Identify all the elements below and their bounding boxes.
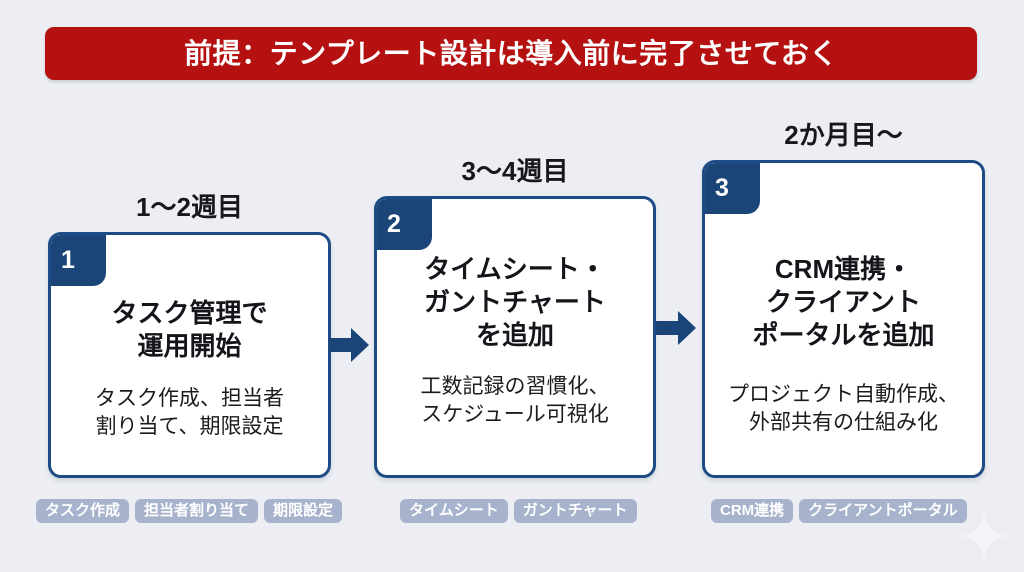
- tag-chip[interactable]: クライアントポータル: [799, 499, 967, 523]
- step-column-2: 3〜4週目 2 タイムシート・ ガントチャート を追加 工数記録の習慣化、 スケ…: [374, 158, 656, 478]
- tag-chip[interactable]: 期限設定: [264, 499, 343, 523]
- step-description-2: 工数記録の習慣化、 スケジュール可視化: [420, 375, 610, 427]
- arrow-step2-to-step3: [654, 308, 698, 348]
- step-period-label-3: 2か月目〜: [784, 120, 903, 150]
- step-title-3: CRM連携・ クライアント ポータルを追加: [752, 254, 935, 350]
- step-title-2: タイムシート・ ガントチャート を追加: [424, 254, 606, 350]
- step-description-3: プロジェクト自動作成、 外部共有の仕組み化: [728, 383, 959, 435]
- tag-chip[interactable]: ガントチャート: [513, 499, 637, 523]
- step-period-label-1: 1〜2週目: [136, 192, 243, 222]
- step-card-2[interactable]: 2 タイムシート・ ガントチャート を追加 工数記録の習慣化、 スケジュール可視…: [374, 196, 656, 478]
- step-column-1: 1〜2週目 1 タスク管理で 運用開始 タスク作成、担当者 割り当て、期限設定: [48, 194, 331, 478]
- arrow-step1-to-step2: [327, 325, 371, 365]
- tag-row-2: タイムシート ガントチャート: [400, 499, 637, 523]
- header-banner: 前提：テンプレート設計は導入前に完了させておく: [45, 27, 977, 80]
- tag-chip[interactable]: タイムシート: [400, 499, 508, 523]
- step-description-1: タスク作成、担当者 割り当て、期限設定: [95, 386, 284, 438]
- tag-row-3: CRM連携 クライアントポータル: [711, 499, 967, 523]
- step-number-badge-2: 2: [377, 199, 432, 250]
- step-title-1: タスク管理で 運用開始: [111, 298, 268, 361]
- step-number-badge-1: 1: [51, 235, 106, 286]
- banner-title: 前提：テンプレート設計は導入前に完了させておく: [184, 37, 838, 69]
- step-card-1[interactable]: 1 タスク管理で 運用開始 タスク作成、担当者 割り当て、期限設定: [48, 232, 331, 478]
- tag-row-1: タスク作成 担当者割り当て 期限設定: [36, 499, 343, 523]
- tag-chip[interactable]: 担当者割り当て: [135, 499, 259, 523]
- step-period-label-2: 3〜4週目: [461, 156, 569, 186]
- tag-chip[interactable]: CRM連携: [711, 499, 794, 523]
- step-card-3[interactable]: 3 CRM連携・ クライアント ポータルを追加 プロジェクト自動作成、 外部共有…: [702, 160, 985, 478]
- step-number-badge-3: 3: [705, 163, 760, 214]
- tag-chip[interactable]: タスク作成: [36, 499, 130, 523]
- step-column-3: 2か月目〜 3 CRM連携・ クライアント ポータルを追加 プロジェクト自動作成…: [702, 122, 985, 478]
